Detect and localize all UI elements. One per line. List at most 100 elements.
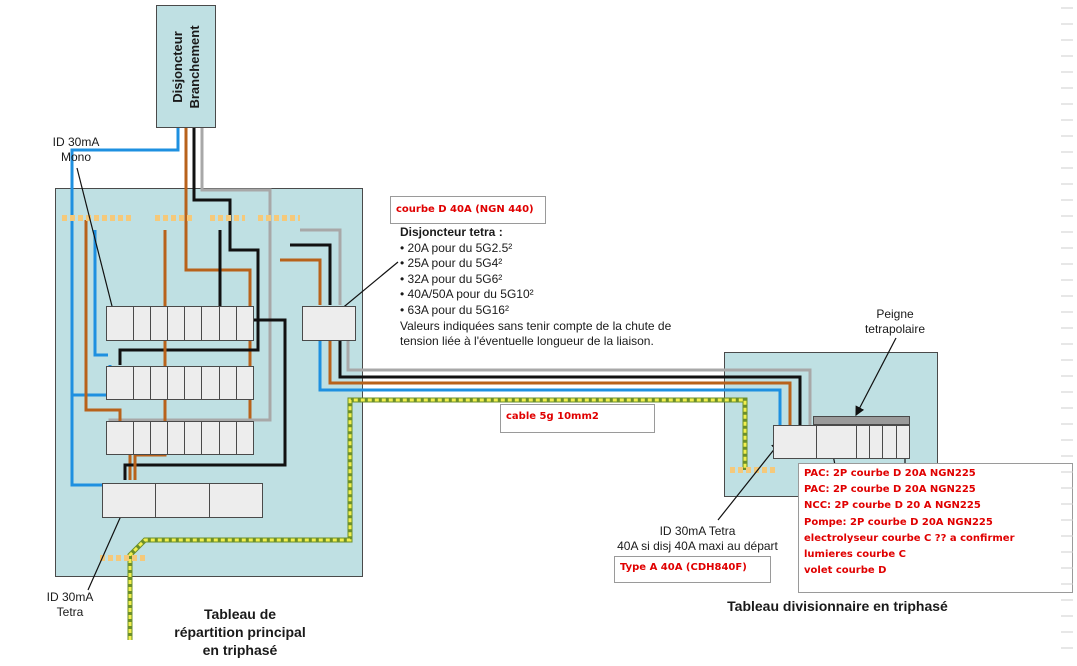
earth-wire [127, 397, 748, 640]
breaker-module [151, 422, 169, 454]
breaker-module [107, 422, 134, 454]
peigne-tetrapolaire-bar [813, 416, 910, 425]
circuit-line: NCC: 2P courbe D 20 A NGN225 [804, 500, 981, 512]
title-line: répartition principal [174, 624, 306, 640]
branchement-line1: Disjoncteur [170, 30, 185, 103]
wire-black-in [118, 128, 260, 365]
wire-brown-up [280, 258, 322, 305]
breaker-module [185, 307, 203, 340]
sub-breaker-row [773, 425, 910, 459]
wire-black-low [123, 230, 287, 480]
title-sub-panel: Tableau divisionnaire en triphasé [727, 598, 948, 614]
breaker-module [303, 307, 355, 340]
annotation-courbe-d: courbe D 40A (NGN 440) [390, 196, 546, 224]
wire-blue-b [93, 230, 108, 357]
wire-blue-in [70, 128, 180, 487]
disjoncteur-heading: Disjoncteur tetra : [400, 225, 503, 239]
label-line: Peigne [876, 307, 914, 321]
breaker-module [202, 422, 220, 454]
disjoncteur-note-1: Valeurs indiquées sans tenir compte de l… [400, 318, 672, 333]
breaker-module [202, 367, 220, 399]
breaker-row-4 [102, 483, 263, 518]
disjoncteur-branchement-box: Disjoncteur Branchement [156, 5, 216, 128]
breaker-row-2 [106, 366, 254, 400]
wire-black-up [290, 243, 332, 305]
disjoncteur-list: • 20A pour du 5G2.5² • 25A pour du 5G4² … [400, 241, 671, 319]
disjoncteur-item: • 20A pour du 5G2.5² [400, 240, 513, 255]
label-line: Tetra [56, 605, 84, 619]
breaker-module [134, 422, 152, 454]
breaker-module [156, 484, 210, 517]
wire-blue-out [318, 318, 782, 425]
breaker-module [220, 307, 237, 340]
wire-brown-low [133, 230, 167, 480]
circuit-line: volet courbe D [804, 565, 887, 577]
breaker-module [883, 426, 897, 458]
disjoncteur-item: • 40A/50A pour du 5G10² [400, 287, 534, 302]
combs [62, 215, 775, 561]
label-line: Mono [60, 150, 92, 164]
breaker-module [220, 422, 237, 454]
label-line: ID 30mA [52, 135, 100, 149]
breaker-module [237, 367, 253, 399]
annotation-type-a: Type A 40A (CDH840F) [614, 556, 771, 583]
breaker-module [151, 367, 169, 399]
breaker-module [237, 307, 253, 340]
disjoncteur-item: • 25A pour du 5G4² [400, 256, 503, 271]
label-id-tetra-main: ID 30mA Tetra [40, 590, 100, 620]
title-main-panel: Tableau de répartition principal en trip… [150, 605, 330, 659]
breaker-module [168, 307, 186, 340]
annotation-cable: cable 5g 10mm2 [500, 404, 655, 433]
label-peigne: Peigne tetrapolaire [855, 307, 935, 337]
breaker-module [103, 484, 157, 517]
disjoncteur-item: • 32A pour du 5G6² [400, 271, 503, 286]
page-edge-marks [1061, 7, 1073, 649]
wire-grey-out [346, 340, 812, 425]
label-id-mono: ID 30mA Mono [46, 135, 106, 165]
breaker-module [237, 422, 253, 454]
breaker-module [185, 367, 203, 399]
wire-brown-mono [84, 220, 122, 428]
wire-grey-up [300, 228, 342, 305]
breaker-module [817, 426, 857, 458]
breaker-module [202, 307, 220, 340]
disjoncteur-info: Disjoncteur tetra : • 20A pour du 5G2.5²… [400, 225, 671, 350]
breaker-row-1 [106, 306, 254, 341]
breaker-module [107, 307, 134, 340]
label-id-tetra-sub: ID 30mA Tetra 40A si disj 40A maxi au dé… [600, 524, 795, 554]
circuit-line: electrolyseur courbe C ?? a confirmer [804, 532, 1015, 544]
breaker-module [185, 422, 203, 454]
label-line: 40A si disj 40A maxi au départ [617, 539, 778, 553]
title-line: en triphasé [202, 642, 278, 658]
wire-black-out [338, 340, 802, 425]
wire-blue-mono [70, 220, 112, 397]
label-line: tetrapolaire [864, 322, 926, 336]
circuit-line: lumieres courbe C [804, 549, 906, 561]
disjoncteur-item: • 63A pour du 5G16² [400, 302, 509, 317]
breaker-module [107, 367, 134, 399]
breaker-module [134, 367, 152, 399]
breaker-module [857, 426, 871, 458]
circuit-line: Pompe: 2P courbe D 20A NGN225 [804, 516, 993, 528]
branchement-label: Disjoncteur Branchement [169, 25, 203, 108]
label-line: ID 30mA [46, 590, 94, 604]
breaker-module [168, 422, 186, 454]
breaker-module [897, 426, 909, 458]
title-line: Tableau de [203, 606, 277, 622]
breaker-module [151, 307, 169, 340]
circuit-line: PAC: 2P courbe D 20A NGN225 [804, 484, 976, 496]
breaker-module [210, 484, 262, 517]
wire-brown-out [328, 340, 792, 425]
branchement-line2: Branchement [187, 24, 202, 109]
breaker-module [134, 307, 152, 340]
annotation-circuits: PAC: 2P courbe D 20A NGN225 PAC: 2P cour… [798, 463, 1073, 593]
circuit-line: PAC: 2P courbe D 20A NGN225 [804, 468, 976, 479]
disjoncteur-note-2: tension liée à l'éventuelle longueur de … [400, 334, 654, 349]
breaker-row-3 [106, 421, 254, 455]
breaker-module [220, 367, 237, 399]
breaker-module [870, 426, 884, 458]
tetra-breaker [302, 306, 356, 341]
breaker-module [168, 367, 186, 399]
breaker-module [774, 426, 817, 458]
